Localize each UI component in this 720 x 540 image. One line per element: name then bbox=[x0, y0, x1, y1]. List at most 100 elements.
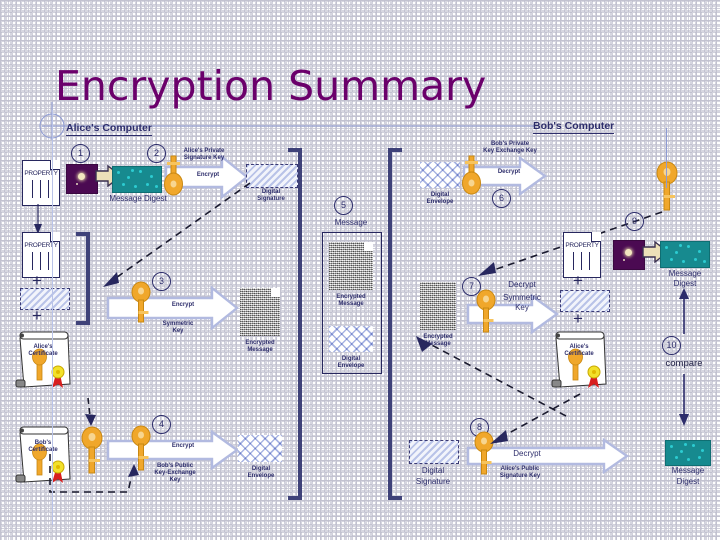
decrypt-label-step6: Decrypt bbox=[497, 169, 521, 175]
digital-signature-received bbox=[409, 440, 459, 464]
alices-certificate-recovered-icon bbox=[551, 331, 607, 388]
digital-envelope-step4-caption-b: Envelope bbox=[247, 473, 275, 479]
send-bracket-right-stem bbox=[388, 148, 392, 500]
symmetric-key-label-3a: Symmetric bbox=[162, 321, 194, 327]
recovered-plus-2: + bbox=[573, 309, 583, 328]
alices-certificate-recovered-caption-b: Certificate bbox=[564, 351, 594, 357]
encrypted-message-step3-caption-a: Encrypted bbox=[245, 340, 275, 346]
alices-certificate-caption-a: Alice's bbox=[33, 344, 53, 350]
digital-envelope-received-caption-a: Digital bbox=[430, 192, 450, 198]
encrypted-message-transit-caption-b: Message bbox=[338, 301, 364, 307]
digital-signature-bundle bbox=[20, 288, 70, 310]
message-digest-9-caption-b: Digest bbox=[673, 279, 697, 288]
bobs-certificate-icon bbox=[15, 426, 71, 483]
document-reuse-arrow bbox=[34, 204, 42, 234]
encrypted-message-received-caption-a: Encrypted bbox=[423, 334, 453, 340]
message-container-box bbox=[322, 232, 382, 374]
message-digest-8 bbox=[665, 440, 711, 466]
digital-envelope-in-transit bbox=[329, 326, 373, 352]
digital-signature-received-caption-a: Digital bbox=[421, 466, 445, 475]
send-bracket-left-bottom bbox=[288, 496, 302, 500]
plaintext-document-top: PROPERTY bbox=[22, 160, 60, 206]
signature-to-bundle-dashed-arrow bbox=[103, 182, 251, 287]
step-5-marker: 5 bbox=[334, 196, 353, 215]
symmetric-key-icon-7 bbox=[476, 289, 496, 333]
bobs-public-kex-key-label-c: Key bbox=[169, 477, 181, 483]
step-6-marker: 6 bbox=[492, 189, 511, 208]
encrypted-message-received-caption-b: Message bbox=[425, 341, 451, 347]
encrypted-message-transit-caption-a: Encrypted bbox=[336, 294, 366, 300]
bobs-public-kex-key-label-a: Bob's Public bbox=[156, 463, 194, 469]
document-label-2: PROPERTY bbox=[24, 242, 58, 249]
compare-label: compare bbox=[665, 358, 703, 369]
plaintext-document-recovered: PROPERTY bbox=[563, 232, 601, 278]
step-1-marker: 1 bbox=[71, 144, 90, 163]
bobs-public-kex-key-icon bbox=[131, 425, 151, 471]
digital-signature-top-caption-a: Digital bbox=[261, 189, 281, 195]
document-label-3: PROPERTY bbox=[565, 242, 599, 249]
bob-computer-heading: Bob's Computer bbox=[533, 120, 615, 134]
recovered-signature-dashed-arrow bbox=[416, 336, 567, 417]
alice-bundle-bracket-top bbox=[76, 232, 90, 236]
alice-private-signature-key-icon bbox=[164, 155, 183, 196]
encrypt-label-step2: Encrypt bbox=[196, 172, 220, 178]
bobs-certificate-caption-a: Bob's bbox=[34, 440, 52, 446]
bobs-public-kex-key-label-b: Key-Exchange bbox=[154, 470, 196, 476]
digital-envelope-transit-caption-b: Envelope bbox=[337, 363, 365, 369]
bundle-plus-1: + bbox=[32, 271, 42, 290]
symmetric-key-label-7a: Symmetric bbox=[503, 293, 541, 302]
alices-public-signature-key-label-a: Alice's Public bbox=[500, 466, 540, 472]
send-bracket-right-top bbox=[388, 148, 402, 152]
decrypt-label-step8: Decrypt bbox=[513, 449, 541, 458]
decrypt-label-step7: Decrypt bbox=[508, 280, 536, 289]
encrypted-message-step3 bbox=[240, 288, 280, 336]
digital-envelope-received-caption-b: Envelope bbox=[426, 199, 454, 205]
hash-function-icon-9 bbox=[613, 240, 645, 270]
bobs-public-kex-key-extracted-icon bbox=[81, 426, 103, 474]
symmetric-key-label-3b: Key bbox=[172, 328, 184, 334]
alices-public-signature-key-label-b: Signature Key bbox=[499, 473, 541, 479]
hash-function-icon-1 bbox=[66, 164, 98, 194]
step-3-marker: 3 bbox=[152, 272, 171, 291]
alice-area-divider bbox=[52, 110, 53, 525]
alice-computer-heading: Alice's Computer bbox=[66, 122, 152, 136]
slide-title: Encryption Summary bbox=[55, 62, 487, 110]
digital-envelope-step4-caption-a: Digital bbox=[251, 466, 271, 472]
bobs-private-kex-key-label-a: Bob's Private bbox=[490, 141, 530, 147]
recovered-plus-1: + bbox=[573, 271, 583, 290]
message-digest-1 bbox=[112, 166, 162, 193]
alices-certificate-caption-b: Certificate bbox=[28, 351, 58, 357]
digital-signature-top-caption-b: Signature bbox=[257, 196, 285, 202]
alice-bundle-bracket-stem bbox=[86, 232, 90, 325]
document-lines-3 bbox=[571, 252, 593, 270]
message-label-step5: Message bbox=[334, 218, 368, 227]
message-digest-1-caption: Message Digest bbox=[109, 194, 167, 203]
encrypted-message-step3-caption-b: Message bbox=[247, 347, 273, 353]
alices-certificate-icon bbox=[15, 331, 71, 388]
bob-cert-to-key-dashed-arrow bbox=[49, 454, 139, 493]
document-label: PROPERTY bbox=[24, 170, 58, 177]
send-bracket-left-stem bbox=[298, 148, 302, 500]
message-digest-8-caption-a: Message bbox=[671, 466, 705, 475]
symmetric-key-icon-3 bbox=[131, 281, 151, 323]
encrypt-label-step3: Encrypt bbox=[171, 302, 195, 308]
digital-signature-received-caption-b: Signature bbox=[415, 477, 451, 486]
bobs-private-kex-key-label-b: Key Exchange Key bbox=[483, 148, 537, 154]
symmetric-key-down-dashed-arrow bbox=[85, 397, 96, 426]
encrypted-message-received bbox=[420, 282, 456, 330]
step-9-marker: 9 bbox=[625, 212, 644, 231]
alices-certificate-recovered-caption-a: Alice's bbox=[569, 344, 589, 350]
bobs-certificate-caption-b: Certificate bbox=[28, 447, 58, 453]
digital-signature-recovered bbox=[560, 290, 610, 312]
send-bracket-left-top bbox=[288, 148, 302, 152]
step-10-marker: 10 bbox=[662, 336, 681, 355]
alices-public-signature-key-icon bbox=[474, 431, 494, 475]
plaintext-document-bundle: PROPERTY bbox=[22, 232, 60, 278]
symmetric-key-recovered-icon bbox=[656, 161, 678, 211]
message-digest-8-caption-b: Digest bbox=[676, 477, 700, 486]
send-bracket-right-bottom bbox=[388, 496, 402, 500]
digital-signature-top bbox=[246, 164, 298, 188]
symmetric-key-label-7b: Key bbox=[515, 303, 529, 312]
bobs-private-kex-key-icon bbox=[462, 155, 481, 195]
alices-cert-to-key-dashed-arrow bbox=[490, 393, 581, 444]
